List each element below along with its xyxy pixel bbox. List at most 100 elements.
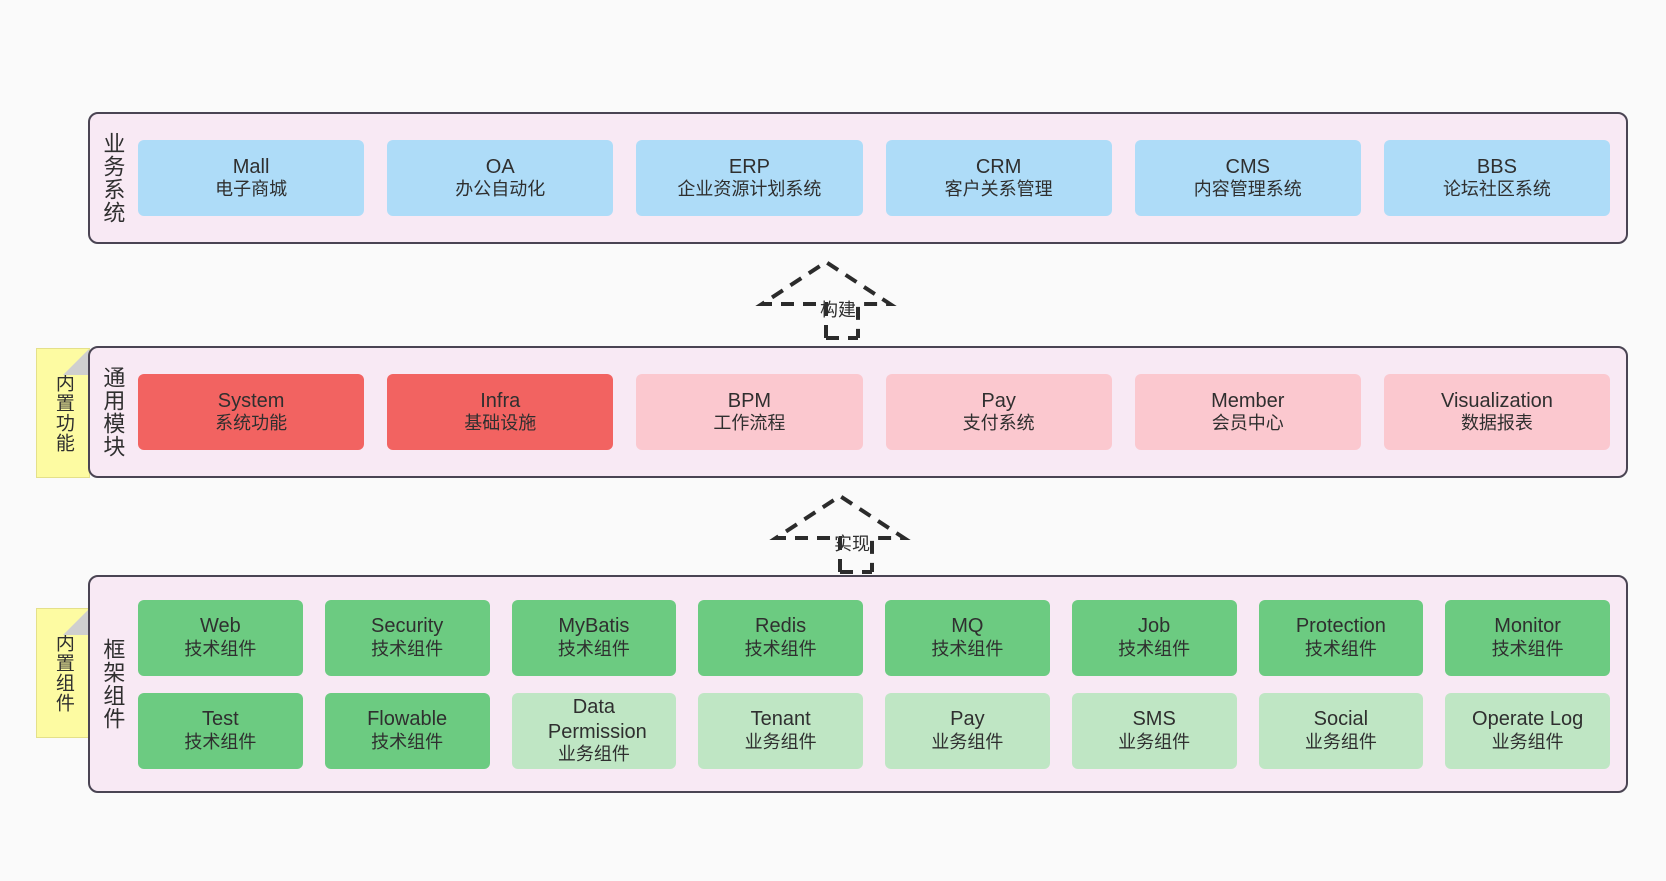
card-subtitle: 业务组件 xyxy=(1491,731,1564,752)
card-subtitle: 技术组件 xyxy=(1118,638,1191,659)
card-title: Member xyxy=(1211,389,1285,412)
card-subtitle: 技术组件 xyxy=(371,638,444,659)
card-bbs[interactable]: BBS 论坛社区系统 xyxy=(1383,140,1611,216)
card-pay[interactable]: Pay 支付系统 xyxy=(885,374,1112,450)
card-operate-log[interactable]: Operate Log 业务组件 xyxy=(1445,692,1610,769)
card-subtitle: 技术组件 xyxy=(184,638,257,659)
layer-panel-framework-components: 框架组件 Web 技术组件 Security 技术组件 MyBatis 技术组件… xyxy=(88,575,1628,793)
card-title: OA xyxy=(485,155,515,178)
card-pay-business[interactable]: Pay 业务组件 xyxy=(885,692,1050,769)
card-job[interactable]: Job 技术组件 xyxy=(1071,599,1237,676)
card-row: System 系统功能 Infra 基础设施 BPM 工作流程 Pay 支付系统… xyxy=(138,374,1611,450)
card-title: BBS xyxy=(1476,155,1517,178)
card-title: Test xyxy=(202,708,239,731)
card-title: Protection xyxy=(1295,615,1386,638)
card-visualization[interactable]: Visualization 数据报表 xyxy=(1383,374,1611,450)
card-subtitle: 技术组件 xyxy=(557,638,630,659)
layer-title-common-modules: 通用模块 xyxy=(100,366,126,458)
card-title: Monitor xyxy=(1494,615,1561,638)
card-subtitle: 技术组件 xyxy=(931,638,1004,659)
connector-build: 构建 xyxy=(755,258,908,344)
card-subtitle: 办公自动化 xyxy=(455,179,546,200)
card-title: Operate Log xyxy=(1472,708,1584,731)
connector-implement: 实现 xyxy=(769,492,922,578)
card-subtitle: 技术组件 xyxy=(1491,638,1564,659)
card-subtitle: 业务组件 xyxy=(557,743,630,764)
card-web[interactable]: Web 技术组件 xyxy=(138,599,303,676)
card-subtitle: 技术组件 xyxy=(1304,638,1377,659)
card-monitor[interactable]: Monitor 技术组件 xyxy=(1445,599,1610,676)
card-row-technical: Web 技术组件 Security 技术组件 MyBatis 技术组件 Redi… xyxy=(138,599,1610,676)
card-title: BPM xyxy=(727,389,772,412)
sticky-note-builtin-functions: 内置功能 xyxy=(36,348,90,478)
card-sms[interactable]: SMS 业务组件 xyxy=(1071,692,1237,769)
card-redis[interactable]: Redis 技术组件 xyxy=(698,599,863,676)
card-row: Mall 电子商城 OA 办公自动化 ERP 企业资源计划系统 CRM 客户关系… xyxy=(138,140,1611,216)
connector-label-implement: 实现 xyxy=(834,534,870,554)
card-subtitle: 业务组件 xyxy=(1304,731,1377,752)
card-subtitle: 技术组件 xyxy=(744,638,817,659)
card-subtitle: 支付系统 xyxy=(962,413,1035,434)
card-title: Visualization xyxy=(1440,389,1553,412)
cards-area-framework-components: Web 技术组件 Security 技术组件 MyBatis 技术组件 Redi… xyxy=(134,577,1626,791)
card-title: CMS xyxy=(1225,155,1270,178)
sticky-note-builtin-components: 内置组件 xyxy=(36,608,90,738)
card-protection[interactable]: Protection 技术组件 xyxy=(1258,599,1424,676)
card-mybatis[interactable]: MyBatis 技术组件 xyxy=(511,599,677,676)
card-title: Flowable xyxy=(367,708,448,731)
card-erp[interactable]: ERP 企业资源计划系统 xyxy=(636,140,863,216)
card-mq[interactable]: MQ 技术组件 xyxy=(885,599,1050,676)
cards-area-common-modules: System 系统功能 Infra 基础设施 BPM 工作流程 Pay 支付系统… xyxy=(134,348,1626,476)
card-data-permission[interactable]: Data Permission 业务组件 xyxy=(511,692,677,769)
card-flowable[interactable]: Flowable 技术组件 xyxy=(324,692,490,769)
card-bpm[interactable]: BPM 工作流程 xyxy=(636,374,863,450)
card-title: Mall xyxy=(232,155,270,178)
card-subtitle: 业务组件 xyxy=(744,731,817,752)
card-title: CRM xyxy=(975,155,1022,178)
card-title: MyBatis xyxy=(558,615,630,638)
card-subtitle: 业务组件 xyxy=(1118,731,1191,752)
card-title: System xyxy=(217,389,285,412)
card-title: Web xyxy=(199,615,241,638)
layer-title-framework-components: 框架组件 xyxy=(100,638,126,730)
card-title: Job xyxy=(1138,615,1171,638)
layer-panel-business-systems: 业务系统 Mall 电子商城 OA 办公自动化 ERP 企业资源计划系统 CRM… xyxy=(88,112,1628,244)
card-title: Pay xyxy=(981,389,1016,412)
card-subtitle: 电子商城 xyxy=(215,179,288,200)
card-subtitle: 业务组件 xyxy=(931,731,1004,752)
card-title: Tenant xyxy=(750,708,811,731)
card-title: Pay xyxy=(950,708,985,731)
card-title: Security xyxy=(371,615,444,638)
card-title: Data Permission xyxy=(547,696,647,743)
card-subtitle: 企业资源计划系统 xyxy=(677,179,822,200)
card-title: ERP xyxy=(728,155,770,178)
card-system[interactable]: System 系统功能 xyxy=(138,374,365,450)
card-test[interactable]: Test 技术组件 xyxy=(138,692,303,769)
card-title: SMS xyxy=(1132,708,1176,731)
card-mall[interactable]: Mall 电子商城 xyxy=(138,140,365,216)
card-title: MQ xyxy=(951,615,984,638)
card-subtitle: 技术组件 xyxy=(184,731,257,752)
card-title: Infra xyxy=(480,389,521,412)
card-title: Social xyxy=(1313,708,1369,731)
card-member[interactable]: Member 会员中心 xyxy=(1134,374,1361,450)
card-security[interactable]: Security 技术组件 xyxy=(324,599,490,676)
card-infra[interactable]: Infra 基础设施 xyxy=(387,374,614,450)
card-subtitle: 工作流程 xyxy=(713,413,786,434)
card-row-business: Test 技术组件 Flowable 技术组件 Data Permission … xyxy=(138,692,1610,769)
card-cms[interactable]: CMS 内容管理系统 xyxy=(1134,140,1361,216)
card-crm[interactable]: CRM 客户关系管理 xyxy=(885,140,1112,216)
implement-arrow-icon xyxy=(769,493,911,574)
card-subtitle: 论坛社区系统 xyxy=(1442,179,1551,200)
layer-panel-common-modules: 通用模块 System 系统功能 Infra 基础设施 BPM 工作流程 Pay… xyxy=(88,346,1628,478)
card-tenant[interactable]: Tenant 业务组件 xyxy=(698,692,863,769)
card-subtitle: 客户关系管理 xyxy=(944,179,1053,200)
cards-area-business-systems: Mall 电子商城 OA 办公自动化 ERP 企业资源计划系统 CRM 客户关系… xyxy=(134,114,1626,242)
card-title: Redis xyxy=(755,615,807,638)
card-subtitle: 系统功能 xyxy=(215,413,288,434)
layer-title-business-systems: 业务系统 xyxy=(100,132,126,224)
card-social[interactable]: Social 业务组件 xyxy=(1258,692,1424,769)
card-oa[interactable]: OA 办公自动化 xyxy=(387,140,614,216)
build-arrow-icon xyxy=(755,259,897,340)
